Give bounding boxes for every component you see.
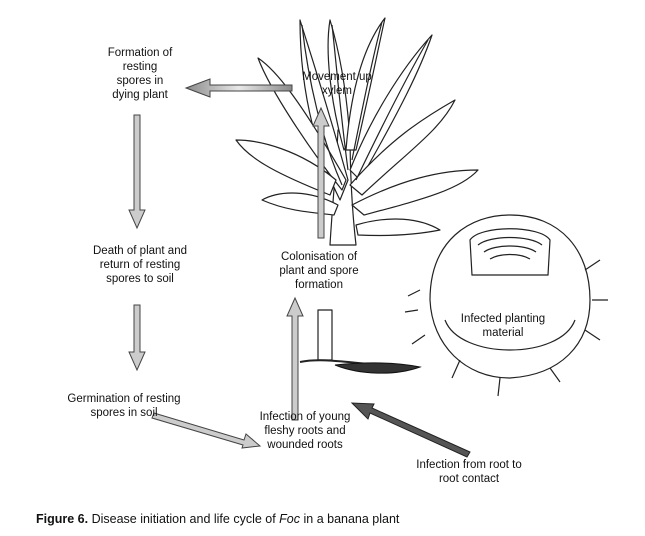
label-infection-root: Infection from root to root contact: [416, 459, 522, 485]
infected-corm-illustration: [404, 214, 608, 397]
arrow-germination-to-infection: [151, 412, 262, 449]
arrow-root-contact-to-infection: [350, 402, 471, 458]
caption-text-pre: Disease initiation and life cycle of: [88, 512, 280, 526]
label-resting-spores: Formation of resting spores in dying pla…: [107, 47, 173, 101]
label-colonisation: Colonisation of plant and spore formatio…: [279, 251, 359, 291]
caption-italic-term: Foc: [279, 512, 301, 526]
figure-caption: Figure 6. Disease initiation and life cy…: [36, 512, 399, 526]
label-infection-young: Infection of young fleshy roots and woun…: [259, 411, 351, 451]
arrow-xylem-to-resting-spores: [184, 78, 293, 98]
label-death-plant: Death of plant and return of resting spo…: [93, 245, 187, 285]
label-germination: Germination of resting spores in soil: [67, 393, 181, 419]
arrow-spores-to-death: [128, 114, 146, 230]
caption-text-post: in a banana plant: [300, 512, 400, 526]
label-infected-material: Infected planting material: [460, 313, 546, 339]
arrow-colonisation-to-xylem: [312, 106, 330, 239]
caption-figure-number: Figure 6.: [36, 512, 89, 526]
root-shape: [334, 362, 422, 374]
arrow-death-to-germination: [128, 304, 146, 372]
label-movement-xylem: Movement up xylem: [302, 71, 372, 97]
arrow-infection-to-colonisation: [286, 296, 304, 421]
